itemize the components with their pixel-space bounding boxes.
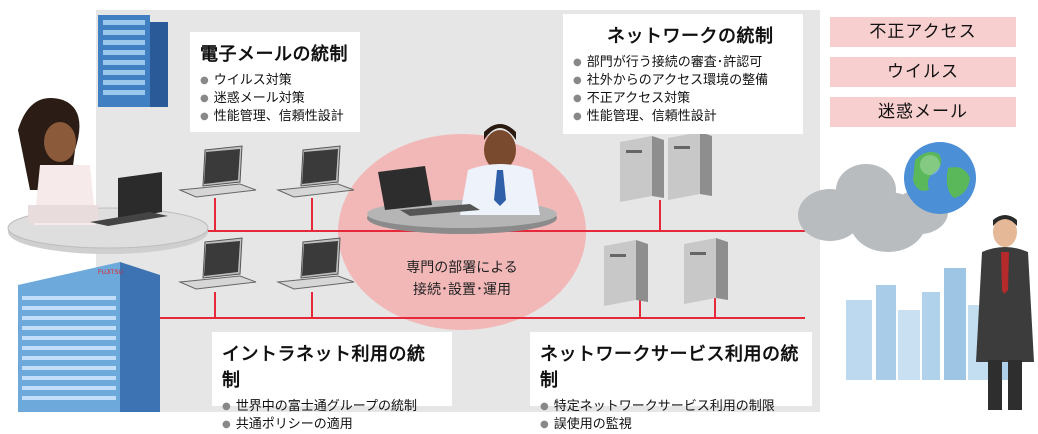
department-label-line1: 専門の部署による: [406, 260, 518, 276]
left-table: [7, 207, 209, 254]
laptop-4: [276, 237, 355, 290]
threat-spam: 迷惑メール: [830, 97, 1016, 127]
diagram: FUJITSU: [0, 0, 1038, 416]
email-control-title: 電子メールの統制: [200, 44, 348, 65]
building-sign: FUJITSU: [98, 270, 123, 276]
woman-figure: [18, 98, 98, 225]
list-item: 世界中の富士通グループの統制: [222, 398, 442, 416]
network-control-box: ネットワークの統制 部門が行う接続の審査･許認可 社外からのアクセス環境の整備 …: [563, 14, 803, 134]
netservice-control-box: ネットワークサービス利用の統制 特定ネットワークサービス利用の制限 誤使用の監視: [530, 332, 812, 432]
email-control-box: 電子メールの統制 ウイルス対策 迷惑メール対策 性能管理、信頼性設計: [190, 32, 360, 132]
list-item: ウイルス対策: [200, 72, 350, 90]
netservice-control-list: 特定ネットワークサービス利用の制限 誤使用の監視: [540, 398, 802, 434]
netservice-control-title: ネットワークサービス利用の統制: [540, 344, 799, 391]
laptop-1: [178, 145, 257, 198]
man-figure: [460, 124, 540, 215]
list-item: 不正アクセス対策: [573, 90, 793, 108]
network-control-title: ネットワークの統制: [607, 26, 774, 47]
list-item: 特定ネットワークサービス利用の制限: [540, 398, 802, 416]
list-item: 社外からのアクセス環境の整備: [573, 72, 793, 90]
laptop-2: [276, 145, 355, 198]
list-item: 誤使用の監視: [540, 416, 802, 434]
globe-icon: [904, 142, 976, 214]
server-4: [684, 238, 728, 304]
laptop-3: [178, 237, 257, 290]
email-control-list: ウイルス対策 迷惑メール対策 性能管理、信頼性設計: [200, 72, 350, 126]
intranet-control-box: イントラネット利用の統制 世界中の富士通グループの統制 共通ポリシーの適用: [212, 332, 452, 432]
man-laptop: [378, 166, 480, 216]
network-control-list: 部門が行う接続の審査･許認可 社外からのアクセス環境の整備 不正アクセス対策 性…: [573, 54, 793, 126]
intranet-control-list: 世界中の富士通グループの統制 共通ポリシーの適用: [222, 398, 442, 434]
illustration-layer: FUJITSU: [7, 15, 1034, 412]
businessman-figure: [976, 215, 1034, 410]
server-2: [668, 132, 712, 200]
server-1: [620, 136, 664, 202]
list-item: 部門が行う接続の審査･許認可: [573, 54, 793, 72]
intranet-control-title: イントラネット利用の統制: [222, 344, 426, 391]
threat-unauthorized-access: 不正アクセス: [830, 17, 1016, 47]
list-item: 迷惑メール対策: [200, 90, 350, 108]
tower-building: [98, 15, 168, 107]
fujitsu-building: FUJITSU: [18, 262, 160, 412]
woman-laptop: [90, 172, 168, 226]
list-item: 性能管理、信頼性設計: [200, 108, 350, 126]
threat-virus: ウイルス: [830, 57, 1016, 87]
server-3: [604, 240, 648, 306]
list-item: 共通ポリシーの適用: [222, 416, 442, 434]
cloud: [798, 164, 948, 252]
department-label: 専門の部署による 接続･設置･運用: [362, 257, 562, 301]
list-item: 性能管理、信頼性設計: [573, 108, 793, 126]
department-label-line2: 接続･設置･運用: [413, 282, 511, 298]
